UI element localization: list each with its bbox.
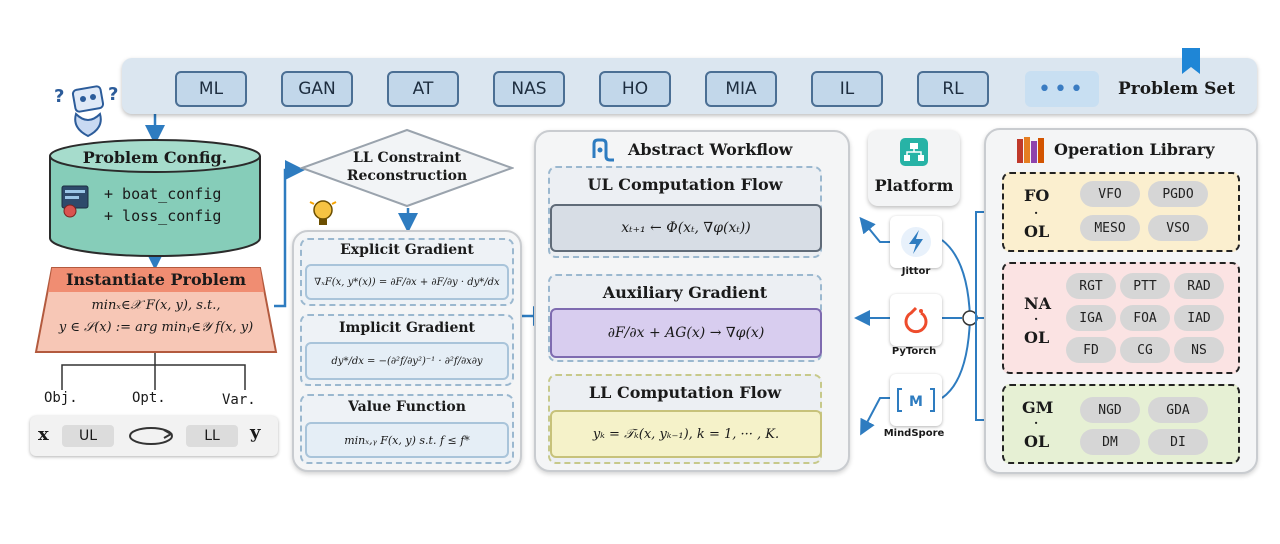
instantiate-bracket	[61, 364, 246, 390]
problem-item-ho[interactable]: HO	[599, 71, 671, 107]
instantiate-title: Instantiate Problem	[66, 270, 246, 289]
svg-text:?: ?	[108, 84, 118, 105]
op-ngd[interactable]: NGD	[1080, 397, 1140, 423]
bookmark-icon	[1182, 48, 1200, 74]
problem-item-ml[interactable]: ML	[175, 71, 247, 107]
aux-gradient-eq: ∂F/∂x + AG(x) → ∇φ(x)	[550, 308, 822, 358]
op-di[interactable]: DI	[1148, 429, 1208, 455]
workflow-logo-icon	[592, 138, 614, 162]
aux-gradient-title: Auxiliary Gradient	[602, 283, 768, 302]
op-pgdo[interactable]: PGDO	[1148, 181, 1208, 207]
explicit-gradient-eq: ∇ₓF(x, y*(x)) = ∂F/∂x + ∂F/∂y · dy*/dx	[305, 264, 509, 300]
instantiate-eq-1: minₓ∈𝒳 F(x, y), s.t.,	[91, 298, 221, 313]
op-iad[interactable]: IAD	[1174, 305, 1224, 331]
op-dm[interactable]: DM	[1080, 429, 1140, 455]
problem-item-nas[interactable]: NAS	[493, 71, 565, 107]
mindspore-engine[interactable]: M	[890, 374, 942, 426]
robot-mascot-icon: ? ?	[54, 84, 118, 138]
implicit-gradient-eq: dy*/dx = −(∂²f/∂y²)⁻¹ · ∂²f/∂x∂y	[305, 342, 509, 380]
platform-title: Platform	[874, 176, 954, 195]
constraint-diamond	[300, 128, 514, 208]
na-ol-label-top: NA	[1024, 294, 1052, 313]
gm-ol-label-top: GM	[1022, 398, 1054, 417]
ul-flow-eq: xₜ₊₁ ← Φ(xₜ, ∇φ(xₜ))	[550, 204, 822, 252]
na-ol-dot: ·	[1034, 312, 1039, 326]
problem-item-rl[interactable]: RL	[917, 71, 989, 107]
ul-toggle[interactable]: UL	[62, 425, 114, 447]
svg-text:?: ?	[54, 86, 64, 107]
na-ol-label-bottom: OL	[1024, 328, 1050, 347]
instantiate-shape	[34, 267, 278, 353]
pytorch-icon	[904, 306, 928, 334]
fo-ol-label-bottom: OL	[1024, 222, 1050, 241]
config-line-loss: + loss_config	[104, 207, 222, 225]
problem-item-at[interactable]: AT	[387, 71, 459, 107]
jittor-label: Jittor	[901, 266, 931, 277]
op-ptt[interactable]: PTT	[1120, 273, 1170, 299]
library-books-icon	[1017, 137, 1044, 163]
implicit-gradient-title: Implicit Gradient	[338, 320, 476, 336]
platform-icon	[900, 138, 928, 166]
pytorch-label: PyTorch	[891, 346, 937, 357]
op-ns[interactable]: NS	[1174, 337, 1224, 363]
problem-item-more[interactable]: •••	[1025, 71, 1099, 107]
problem-item-gan[interactable]: GAN	[281, 71, 353, 107]
value-function-title: Value Function	[348, 399, 466, 415]
gm-ol-label-bottom: OL	[1024, 432, 1050, 451]
constraint-title-1: LL Constraint	[353, 150, 461, 166]
config-file-icon	[61, 185, 89, 218]
constraint-title-2: Reconstruction	[346, 168, 468, 184]
swap-cycle-icon[interactable]	[126, 424, 176, 448]
problem-item-il[interactable]: IL	[811, 71, 883, 107]
mindspore-icon: M	[897, 388, 935, 412]
op-fd[interactable]: FD	[1066, 337, 1116, 363]
jittor-icon	[901, 227, 931, 257]
op-meso[interactable]: MESO	[1080, 215, 1140, 241]
instantiate-eq-2: y ∈ 𝒮(x) := arg minᵧ∈𝒴 f(x, y)	[58, 320, 254, 335]
ll-toggle[interactable]: LL	[186, 425, 238, 447]
explicit-gradient-title: Explicit Gradient	[340, 242, 474, 258]
fo-ol-label-top: FO	[1024, 186, 1050, 205]
op-vso[interactable]: VSO	[1148, 215, 1208, 241]
pytorch-engine[interactable]	[890, 294, 942, 346]
jittor-engine[interactable]	[890, 216, 942, 268]
operation-library-title: Operation Library	[1054, 140, 1215, 159]
op-gda[interactable]: GDA	[1148, 397, 1208, 423]
value-function-eq: minₓ,ᵧ F(x, y) s.t. f ≤ f*	[305, 422, 509, 458]
fo-ol-dot: ·	[1034, 206, 1039, 220]
op-rad[interactable]: RAD	[1174, 273, 1224, 299]
op-vfo[interactable]: VFO	[1080, 181, 1140, 207]
gm-ol-dot: ·	[1034, 416, 1039, 430]
op-foa[interactable]: FOA	[1120, 305, 1170, 331]
config-line-boat: + boat_config	[104, 185, 222, 203]
label-var: Var.	[222, 392, 256, 408]
op-iga[interactable]: IGA	[1066, 305, 1116, 331]
problem-config-title: Problem Config.	[82, 148, 228, 167]
arrow-instantiate-to-constraint	[274, 160, 305, 308]
ll-flow-eq: yₖ = 𝒯ₖ(x, yₖ₋₁), k = 1, ··· , K.	[550, 410, 822, 458]
lightbulb-icon	[309, 200, 337, 225]
label-opt: Opt.	[132, 390, 166, 406]
workflow-title: Abstract Workflow	[628, 140, 793, 159]
problem-set-title: Problem Set	[1118, 79, 1236, 99]
var-y: y	[250, 422, 261, 443]
var-x: x	[38, 424, 49, 445]
svg-text:M: M	[909, 394, 923, 410]
mindspore-label: MindSpore	[883, 428, 945, 439]
op-rgt[interactable]: RGT	[1066, 273, 1116, 299]
ul-flow-title: UL Computation Flow	[587, 175, 783, 194]
problem-config-cylinder	[49, 139, 261, 257]
label-obj: Obj.	[44, 390, 78, 406]
ll-flow-title: LL Computation Flow	[588, 383, 782, 402]
problem-item-mia[interactable]: MIA	[705, 71, 777, 107]
op-cg[interactable]: CG	[1120, 337, 1170, 363]
